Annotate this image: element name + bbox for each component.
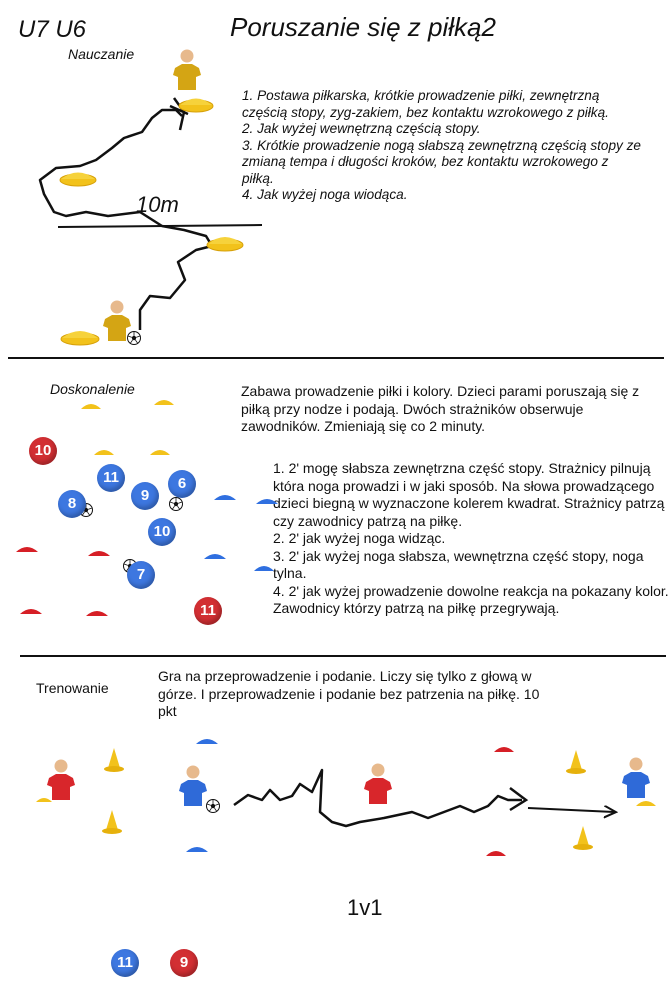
player-badge-red: 9 [170, 949, 198, 977]
improvement-intro: Zabawa prowadzenie piłki i kolory. Dziec… [241, 383, 640, 434]
player-badge-blue: 6 [168, 470, 196, 498]
yellow-cone [102, 810, 122, 834]
teaching-step-3: 3. Krótkie prowadzenie nogą słabszą zewn… [242, 137, 641, 186]
teaching-instructions: 1. Postawa piłkarska, krótkie prowadzeni… [242, 88, 642, 204]
yellow-cone [566, 750, 586, 774]
ball-icon [127, 331, 141, 345]
improvement-diagram [16, 400, 278, 616]
section-label-teaching: Nauczanie [68, 46, 135, 62]
teaching-step-4: 4. Jak wyżej noga wiodąca. [242, 187, 408, 202]
player-badge-blue: 9 [131, 482, 159, 510]
game-format-label: 1v1 [347, 895, 383, 920]
age-group-label: U7 U6 [18, 16, 87, 43]
player-badge-blue: 10 [148, 518, 176, 546]
training-diagram [36, 739, 656, 856]
yellow-marker [36, 798, 52, 802]
ball-icon [206, 799, 220, 813]
dribble-path-teaching [38, 108, 214, 330]
distance-line [57, 224, 263, 228]
section-label-improvement: Doskonalenie [50, 381, 135, 397]
player-badge-red: 11 [194, 597, 222, 625]
improvement-rule-3: 3. 2' jak wyżej noga słabsza, wewnętrzna… [273, 547, 644, 582]
blue-marker [254, 566, 274, 571]
yellow-marker [94, 450, 114, 455]
teaching-step-2: 2. Jak wyżej wewnętrzną częścią stopy. [242, 121, 481, 136]
section-label-training: Trenowanie [36, 680, 109, 696]
teaching-step-1: 1. Postawa piłkarska, krótkie prowadzeni… [242, 88, 609, 120]
improvement-rule-4: 4. 2' jak wyżej prowadzenie dowolne reak… [273, 582, 669, 617]
player-blue-left [179, 765, 220, 813]
yellow-cone [104, 748, 124, 772]
red-marker [16, 547, 38, 552]
player-badge-blue: 11 [111, 949, 139, 977]
red-marker [486, 851, 506, 856]
player-yellow-top [173, 49, 201, 90]
improvement-rule-1: 1. 2' mogę słabsza zewnętrzna część stop… [273, 460, 665, 529]
player-badge-red: 10 [29, 437, 57, 465]
blue-marker [256, 499, 278, 504]
player-badge-blue: 8 [58, 490, 86, 518]
yellow-marker [81, 404, 101, 409]
blue-marker [186, 847, 208, 852]
training-description: Gra na przeprowadzenie i podanie. Liczy … [158, 668, 540, 719]
red-marker [88, 551, 110, 556]
red-marker [86, 611, 108, 616]
red-marker [20, 609, 42, 614]
pass-arrow [527, 808, 614, 812]
ball-icon [169, 497, 183, 511]
yellow-marker [154, 400, 174, 405]
player-red-left [47, 759, 75, 800]
dribble-path-training [233, 768, 522, 828]
player-badge-blue: 11 [97, 464, 125, 492]
blue-marker [196, 739, 218, 744]
player-badge-blue: 7 [127, 561, 155, 589]
player-blue-right [622, 757, 650, 798]
teaching-diagram [38, 49, 263, 346]
red-marker [494, 747, 514, 752]
improvement-rules: 1. 2' mogę słabsza zewnętrzna część stop… [273, 460, 669, 618]
yellow-marker [636, 801, 656, 806]
blue-marker [214, 495, 236, 500]
yellow-cone [573, 826, 593, 850]
player-yellow-bottom [103, 300, 141, 345]
page-title: Poruszanie się z piłką2 [230, 12, 496, 42]
yellow-marker [150, 450, 170, 455]
blue-marker [204, 554, 226, 559]
section-divider-1 [8, 357, 664, 359]
section-divider-2 [20, 655, 666, 657]
player-red-middle [364, 763, 392, 804]
improvement-rule-2: 2. 2' jak wyżej noga widząc. [273, 530, 446, 546]
